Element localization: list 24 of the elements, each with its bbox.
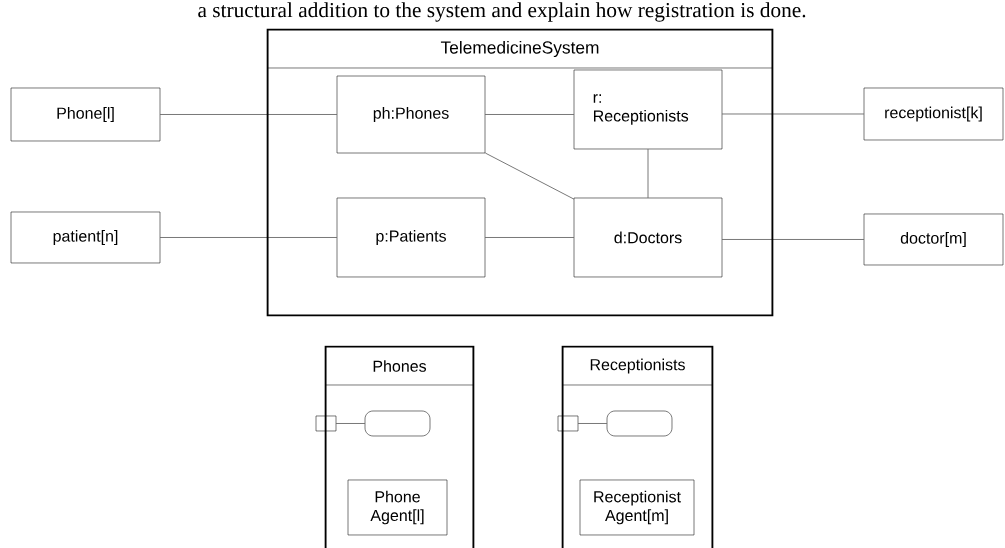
agent-box: Receptionist Agent[m]: [579, 479, 695, 536]
caption-text: a structural addition to the system and explain how registration is done.: [198, 2, 806, 22]
connector-line: [647, 149, 649, 198]
state-capsule: [364, 410, 431, 437]
port-box: Phone[l]: [10, 87, 161, 142]
port-box: doctor[m]: [863, 213, 1004, 266]
part-box: r: Receptionists: [573, 69, 723, 150]
part-box: p:Patients: [336, 197, 486, 278]
port-box: patient[n]: [10, 211, 161, 264]
agent-box: Phone Agent[l]: [347, 479, 448, 536]
port-box: receptionist[k]: [863, 87, 1004, 141]
part-box: d:Doctors: [573, 197, 723, 278]
connector-line: [160, 114, 337, 115]
connector-line: [160, 237, 337, 238]
connector-line: [722, 113, 864, 115]
connector-line: [485, 152, 574, 200]
connector-line: [336, 423, 365, 424]
port-box: [315, 415, 337, 432]
connector-line: [485, 237, 574, 238]
state-capsule: [606, 410, 673, 437]
connector-line: [485, 114, 574, 115]
connector-line: [722, 239, 864, 240]
connector-line: [578, 423, 607, 424]
part-box: ph:Phones: [336, 75, 486, 154]
